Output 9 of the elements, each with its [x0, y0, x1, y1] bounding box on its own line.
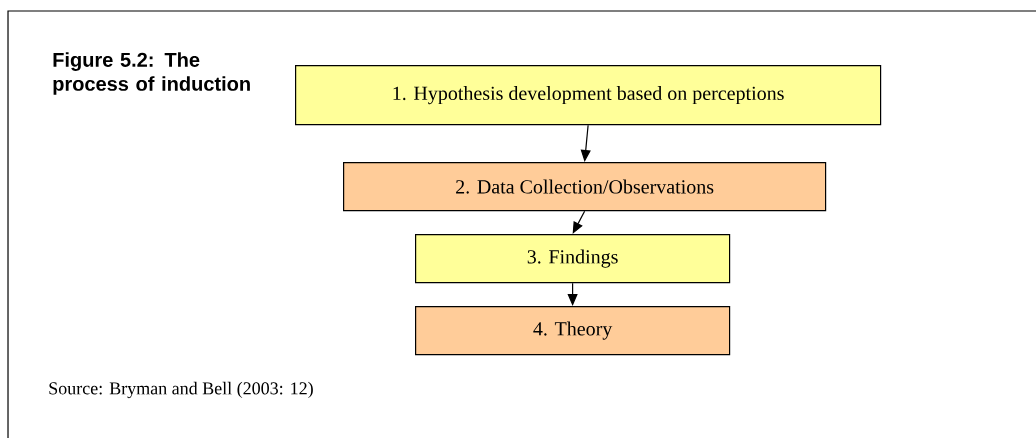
source-note: Source: Bryman and Bell (2003: 12) — [49, 381, 313, 399]
arrow — [580, 124, 591, 162]
process-box: 2. Data Collection/Observations — [343, 162, 827, 212]
process-box: 4. Theory — [415, 306, 731, 356]
arrow — [567, 282, 578, 306]
process-box: 3. Findings — [415, 234, 731, 284]
figure-title: Figure 5.2: The process of induction — [53, 52, 250, 95]
arrow — [572, 210, 586, 234]
process-box: 1. Hypothesis development based on perceptions — [295, 65, 882, 126]
